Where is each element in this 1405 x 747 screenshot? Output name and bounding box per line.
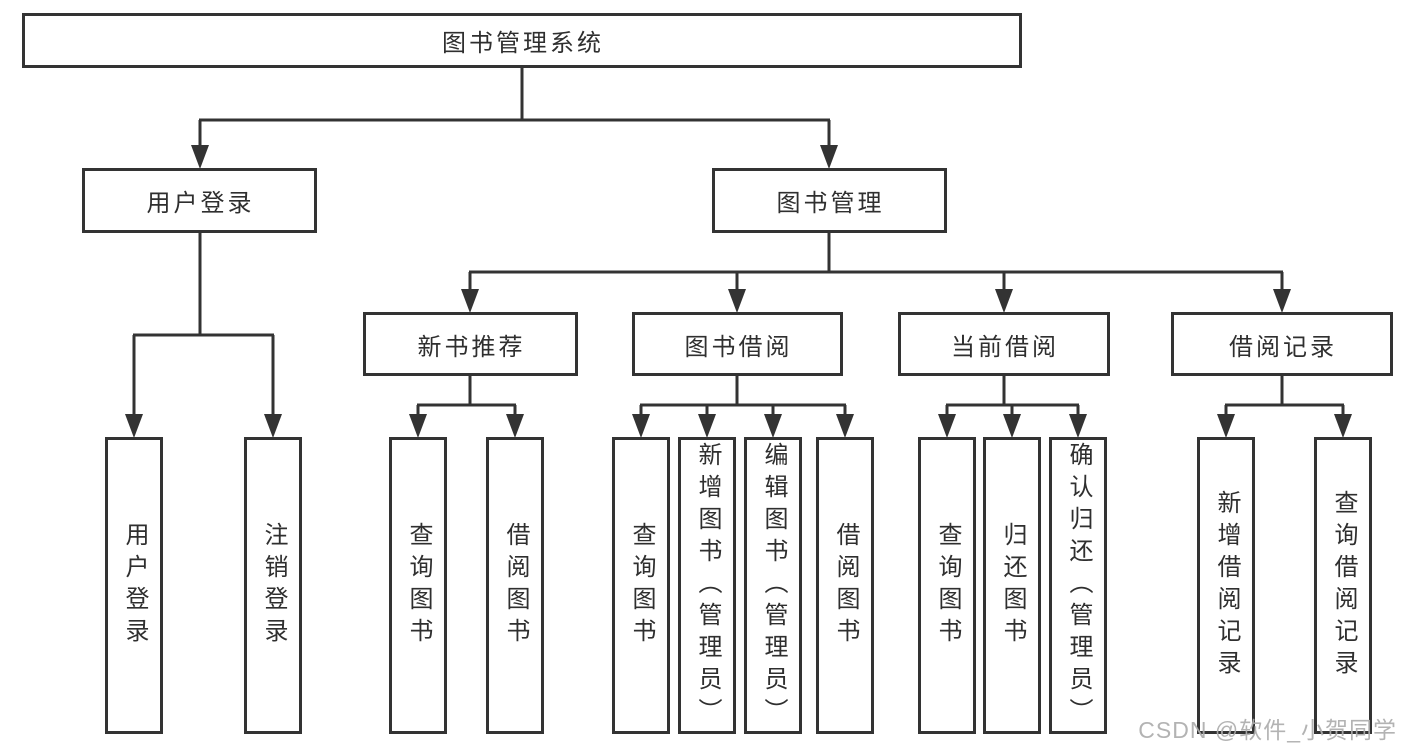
leaf-query-books-1: 查询图书 [389, 437, 447, 734]
node-label: 确认归还（管理员） [1065, 441, 1092, 730]
leaf-borrow-books-2: 借阅图书 [816, 437, 874, 734]
node-label: 借阅图书 [502, 521, 529, 650]
leaf-logout: 注销登录 [244, 437, 302, 734]
node-label: 图书借阅 [684, 333, 793, 361]
leaf-query-books-2: 查询图书 [612, 437, 670, 734]
leaf-user-login: 用户登录 [105, 437, 163, 734]
node-label: 归还图书 [999, 521, 1026, 650]
leaf-return-books: 归还图书 [983, 437, 1041, 734]
leaf-query-books-3: 查询图书 [918, 437, 976, 734]
node-label: 注销登录 [260, 521, 287, 650]
leaf-query-borrow-record: 查询借阅记录 [1314, 437, 1372, 734]
leaf-add-borrow-record: 新增借阅记录 [1197, 437, 1255, 734]
node-label: 当前借阅 [951, 333, 1059, 361]
node-label: 新书推荐 [417, 333, 526, 361]
node-current-borrowing: 当前借阅 [898, 312, 1110, 376]
leaf-borrow-books-1: 借阅图书 [486, 437, 544, 734]
node-label: 查询图书 [934, 521, 961, 650]
node-label: 图书管理 [776, 190, 885, 217]
leaf-edit-books-admin: 编辑图书（管理员） [744, 437, 802, 734]
node-label: 用户登录 [146, 190, 255, 217]
node-label: 查询图书 [628, 521, 655, 650]
node-library-system: 图书管理系统 [22, 13, 1022, 68]
leaf-add-books-admin: 新增图书（管理员） [678, 437, 736, 734]
leaf-confirm-return-admin: 确认归还（管理员） [1049, 437, 1107, 734]
node-label: 新增借阅记录 [1213, 489, 1240, 682]
node-label: 图书管理系统 [442, 30, 604, 57]
node-book-management: 图书管理 [712, 168, 947, 233]
node-book-borrowing: 图书借阅 [632, 312, 843, 376]
node-user-login: 用户登录 [82, 168, 317, 233]
node-label: 查询图书 [405, 521, 432, 650]
node-label: 借阅记录 [1229, 333, 1337, 361]
csdn-watermark: CSDN @软件_小贺同学 [1138, 717, 1397, 743]
node-label: 用户登录 [121, 521, 148, 650]
node-borrowing-records: 借阅记录 [1171, 312, 1393, 376]
node-label: 编辑图书（管理员） [760, 441, 787, 730]
arrowheads [125, 145, 1352, 438]
node-new-book-recommend: 新书推荐 [363, 312, 578, 376]
node-label: 新增图书（管理员） [694, 441, 721, 730]
node-label: 查询借阅记录 [1330, 489, 1357, 682]
node-label: 借阅图书 [832, 521, 859, 650]
